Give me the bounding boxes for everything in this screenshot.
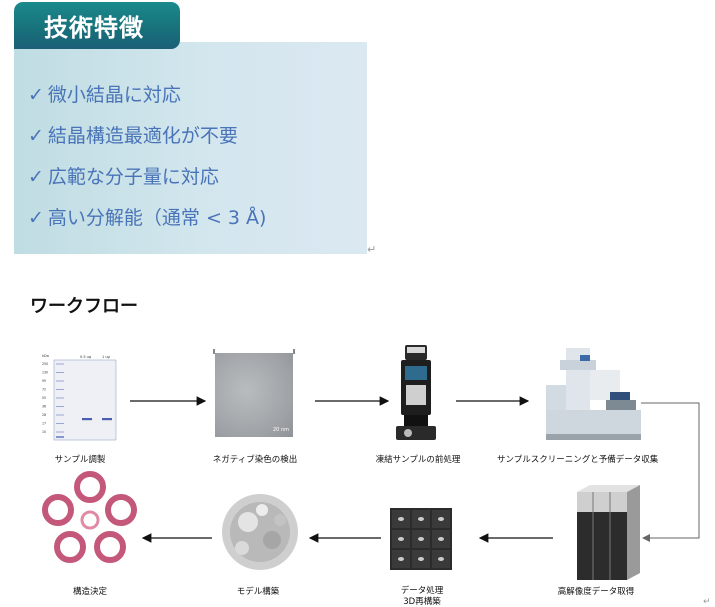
gel-marker-label: 17 bbox=[42, 422, 46, 426]
gel-marker-band bbox=[56, 389, 64, 390]
step-label: 構造決定 bbox=[72, 587, 107, 597]
gel-marker-band bbox=[56, 397, 64, 399]
feature-text: 広範な分子量に対応 bbox=[47, 166, 219, 188]
gel-marker-label: 10 bbox=[42, 430, 46, 434]
class-average bbox=[392, 550, 410, 568]
feature-item: ✓高い分解能（通常 < 3 Å) bbox=[28, 203, 266, 230]
class-average bbox=[412, 510, 430, 528]
gel-marker-band bbox=[56, 363, 64, 365]
gel-marker-band bbox=[56, 380, 64, 382]
step-label: 凍結サンプルの前処理 bbox=[375, 455, 461, 465]
class-average bbox=[392, 530, 410, 548]
em-density-map-image bbox=[222, 494, 298, 570]
vitrification-device-image bbox=[396, 345, 436, 440]
class-average bbox=[432, 530, 450, 548]
class-average bbox=[412, 530, 430, 548]
feature-text: 高い分解能（通常 < 3 Å) bbox=[47, 207, 267, 229]
class-average bbox=[432, 550, 450, 568]
check-icon: ✓ bbox=[28, 125, 44, 147]
gel-marker-band bbox=[56, 372, 64, 373]
scale-bar-label: 20 nm bbox=[273, 427, 289, 433]
paragraph-mark: ↵ bbox=[703, 597, 711, 607]
gel-marker-label: 28 bbox=[42, 413, 46, 417]
sds-page-gel-image: kDa 0.5 ug 1 ug 250 130 95 72 55 36 28 17 10 bbox=[40, 353, 118, 443]
gel-marker-label: 72 bbox=[42, 388, 46, 392]
gel-marker-label: 36 bbox=[42, 405, 46, 409]
gel-marker-label: 250 bbox=[42, 362, 48, 366]
gel-marker-label: 55 bbox=[42, 396, 46, 400]
step-label: 高解像度データ取得 bbox=[557, 587, 635, 597]
class-average bbox=[392, 510, 410, 528]
computing-server-image bbox=[577, 485, 640, 580]
step-label: データ処理 bbox=[400, 586, 444, 596]
gel-marker-band bbox=[56, 423, 64, 424]
cryo-em-microscope-image bbox=[546, 348, 641, 440]
negative-stain-micrograph: 20 nm bbox=[215, 353, 293, 437]
gel-kda-label: kDa bbox=[42, 354, 49, 358]
gel-marker-band bbox=[56, 406, 64, 407]
workflow-title: ワークフロー bbox=[30, 296, 138, 317]
gel-lane1-label: 0.5 ug bbox=[80, 355, 91, 359]
feature-item: ✓微小結晶に対応 bbox=[28, 80, 181, 107]
step-label: サンプルスクリーニングと予備データ収集 bbox=[497, 455, 659, 465]
gel-lane2-label: 1 ug bbox=[102, 355, 110, 359]
paragraph-mark: ↵ bbox=[367, 243, 377, 256]
step-label: サンプル調製 bbox=[54, 455, 106, 465]
check-icon: ✓ bbox=[28, 207, 44, 229]
feature-item: ✓結晶構造最適化が不要 bbox=[28, 121, 238, 148]
class-average bbox=[432, 510, 450, 528]
feature-text: 微小結晶に対応 bbox=[47, 84, 181, 106]
gel-marker-band bbox=[56, 431, 64, 433]
gel-marker-band bbox=[56, 414, 64, 416]
section-badge: 技術特徴 bbox=[14, 2, 180, 49]
check-icon: ✓ bbox=[28, 84, 44, 106]
check-icon: ✓ bbox=[28, 166, 44, 188]
feature-panel bbox=[14, 42, 367, 254]
2d-class-grid-image bbox=[390, 508, 452, 570]
feature-text: 結晶構造最適化が不要 bbox=[47, 125, 238, 147]
feature-item: ✓広範な分子量に対応 bbox=[28, 162, 219, 189]
class-average bbox=[412, 550, 430, 568]
protein-structure-model-image bbox=[42, 471, 137, 563]
gel-marker-label: 130 bbox=[42, 371, 48, 375]
step-label: 3D再構築 bbox=[403, 597, 441, 607]
flow-connector bbox=[641, 402, 700, 542]
step-label: モデル構築 bbox=[236, 587, 280, 597]
step-label: ネガティブ染色の検出 bbox=[212, 455, 298, 465]
gel-marker-label: 95 bbox=[42, 379, 46, 383]
